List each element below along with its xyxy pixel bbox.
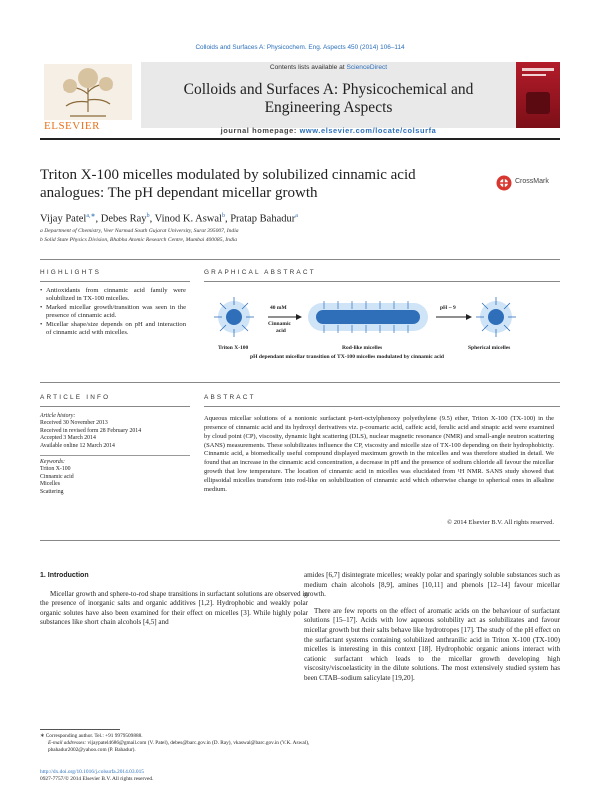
history-item: Available online 12 March 2014 [40, 442, 115, 449]
paper-title-line1: Triton X-100 micelles modulated by solub… [40, 167, 416, 183]
triton-micelle-icon [214, 297, 254, 337]
email-addresses: vijaypatel4686@gmail.com (V. Patel), deb… [48, 740, 310, 754]
body-column-right: amides [6,7] disintegrate micelles; weak… [304, 571, 560, 684]
article-info-heading: ARTICLE INFO [40, 394, 111, 401]
body-paragraph: amides [6,7] disintegrate micelles; weak… [304, 571, 560, 599]
crossmark-badge[interactable]: CrossMark [496, 175, 558, 191]
doi-link[interactable]: http://dx.doi.org/10.1016/j.colsurfa.201… [40, 769, 144, 775]
author-separator: , [149, 213, 155, 225]
graphical-abstract-figure: 40 mM Cinnamic acid pH ~ 9 Triton X-100 … [204, 293, 534, 373]
arrow1-bottom-label1: Cinnamic [268, 321, 291, 327]
elsevier-logo: ELSEVIER [40, 62, 138, 134]
author-separator: , [224, 213, 231, 225]
author-affiliation-marker[interactable]: b [221, 213, 225, 219]
abstract-copyright: © 2014 Elsevier B.V. All rights reserved… [447, 519, 554, 526]
author-list: Vijay Patela,∗, Debes Rayb, Vinod K. Asw… [40, 212, 298, 225]
history-item: Accepted 3 March 2014 [40, 435, 96, 442]
keyword-item: Cinnamic acid [40, 473, 74, 480]
header-band [141, 62, 516, 128]
paper-title: Triton X-100 micelles modulated by solub… [40, 166, 500, 202]
contents-prefix: Contents lists available at [269, 64, 347, 71]
article-info-rule [40, 406, 190, 407]
graphical-caption: pH dependant micellar transition of TX-1… [250, 354, 445, 360]
journal-reference[interactable]: Colloids and Surfaces A: Physicochem. En… [195, 44, 405, 51]
affiliation-b: b Solid State Physics Division, Bhabha A… [40, 237, 238, 243]
author-name[interactable]: Vijay Patel [40, 213, 87, 225]
graphical-abstract-rule [204, 281, 560, 282]
spherical-micelle-icon [476, 297, 516, 337]
keyword-item: Triton X-100 [40, 466, 71, 473]
author-separator: , [95, 213, 101, 225]
highlight-item: Marked micellar growth/transition was se… [40, 304, 186, 321]
journal-homepage: journal homepage: www.elsevier.com/locat… [141, 126, 516, 135]
article-info: Article history: Received 30 November 20… [40, 413, 190, 496]
keyword-item: Micelles [40, 481, 60, 488]
crossmark-icon [496, 175, 512, 191]
journal-cover-image [516, 62, 560, 128]
author-affiliation-marker[interactable]: b [146, 213, 150, 219]
divider [40, 540, 560, 541]
body-column-left: 1. Introduction Micellar growth and sphe… [40, 571, 308, 628]
highlights-heading: HIGHLIGHTS [40, 269, 102, 276]
keywords-label: Keywords: [40, 459, 65, 466]
journal-title-line1: Colloids and Surfaces A: Physicochemical… [183, 81, 474, 98]
history-item: Received in revised form 28 February 201… [40, 427, 142, 434]
abstract-heading: ABSTRACT [204, 394, 256, 401]
publisher-name: ELSEVIER [44, 120, 100, 132]
body-paragraph: Micellar growth and sphere-to-rod shape … [40, 589, 308, 627]
article-history-label: Article history: [40, 413, 76, 419]
author-affiliation-marker[interactable]: a [295, 213, 298, 219]
introduction-heading: 1. Introduction [40, 572, 89, 579]
author-name[interactable]: Debes Ray [100, 213, 147, 225]
info-divider [40, 455, 190, 457]
history-item: Received 30 November 2013 [40, 420, 108, 427]
paper-title-line2: analogues: The pH dependant micellar gro… [40, 185, 318, 201]
journal-title-line2: Engineering Aspects [264, 99, 393, 116]
issn-line: 0927-7757/© 2014 Elsevier B.V. All right… [40, 776, 154, 783]
graphical-abstract-heading: GRAPHICAL ABSTRACT [204, 269, 316, 276]
footnotes: ∗ Corresponding author. Tel.: +91 997950… [40, 733, 310, 755]
highlights-rule [40, 281, 190, 282]
arrow2-top-label: pH ~ 9 [440, 305, 456, 311]
divider [40, 382, 560, 383]
homepage-link[interactable]: www.elsevier.com/locate/colsurfa [299, 126, 437, 135]
arrow1-bottom-label2: acid [276, 328, 286, 334]
graphical-abstract-svg [214, 297, 516, 337]
rod-micelle-icon [308, 301, 428, 333]
header-rule [40, 138, 560, 140]
corresponding-author-note: ∗ Corresponding author. Tel.: +91 997950… [40, 733, 143, 739]
contents-line: Contents lists available at ScienceDirec… [141, 64, 516, 71]
affiliation-a: a Department of Chemistry, Veer Narmad S… [40, 228, 239, 234]
homepage-prefix: journal homepage: [220, 126, 300, 135]
highlight-item: Antioxidants from cinnamic acid family w… [40, 287, 186, 304]
author-affiliation-marker[interactable]: a,∗ [86, 213, 96, 219]
highlights-list: Antioxidants from cinnamic acid family w… [40, 287, 186, 337]
author-name[interactable]: Vinod K. Aswal [154, 213, 222, 225]
arrow1-top-label: 40 mM [270, 305, 287, 311]
body-paragraph: There are few reports on the effect of a… [304, 606, 560, 682]
crossmark-label: CrossMark [515, 178, 549, 185]
article-identifiers: http://dx.doi.org/10.1016/j.colsurfa.201… [40, 769, 153, 783]
sphere-label: Spherical micelles [468, 345, 511, 351]
divider [40, 259, 560, 260]
keyword-item: Scattering [40, 488, 64, 495]
highlight-item: Micellar shape/size depends on pH and in… [40, 321, 186, 338]
abstract-rule [204, 406, 560, 407]
email-label: E-mail addresses: [48, 740, 88, 747]
footnote-rule [40, 729, 120, 730]
triton-label: Triton X-100 [218, 345, 249, 351]
journal-title: Colloids and Surfaces A: Physicochemical… [141, 81, 516, 117]
abstract-text: Aqueous micellar solutions of a nonionic… [204, 415, 554, 493]
sciencedirect-link[interactable]: ScienceDirect [346, 64, 388, 71]
rod-label: Rod-like micelles [342, 345, 383, 351]
author-name[interactable]: Pratap Bahadur [230, 213, 296, 225]
